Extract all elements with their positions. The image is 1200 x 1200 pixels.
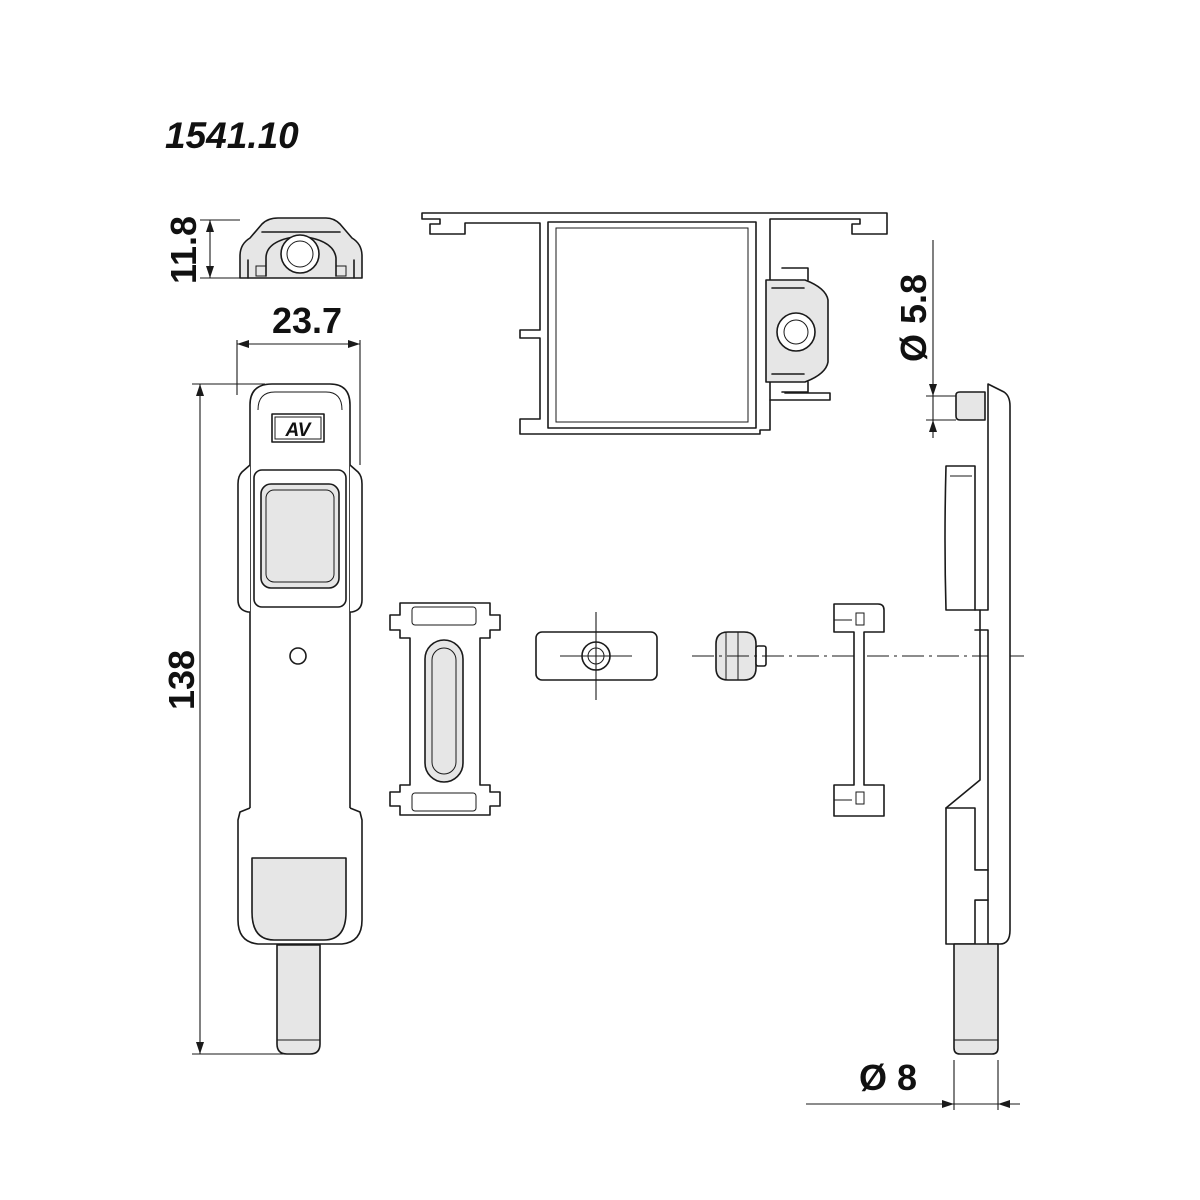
bolt-front-view: AV	[237, 383, 363, 1055]
c-bracket	[833, 603, 885, 817]
dimension-label-dia-5-8: Ø 5.8	[893, 274, 934, 362]
dimension-138: 138	[161, 383, 285, 1055]
dimension-label-138: 138	[161, 650, 202, 710]
bolt-side-view	[944, 383, 1011, 1055]
dimension-dia-8: Ø 8	[806, 1057, 1020, 1110]
logo-text: AV	[285, 420, 312, 441]
bolt-top-view	[239, 217, 363, 279]
part-number-title: 1541.10	[165, 115, 299, 156]
dimension-label-11-8: 11.8	[163, 216, 204, 284]
guide-bracket	[389, 602, 501, 816]
dimension-dia-5-8: Ø 5.8	[893, 240, 956, 438]
dimension-23-7: 23.7	[236, 300, 361, 465]
dimension-11-8: 11.8	[163, 216, 240, 284]
dimension-label-dia-8: Ø 8	[859, 1057, 917, 1098]
profile-section-view	[421, 212, 888, 435]
strike-plate	[535, 612, 658, 700]
dimension-label-23-7: 23.7	[272, 300, 342, 341]
